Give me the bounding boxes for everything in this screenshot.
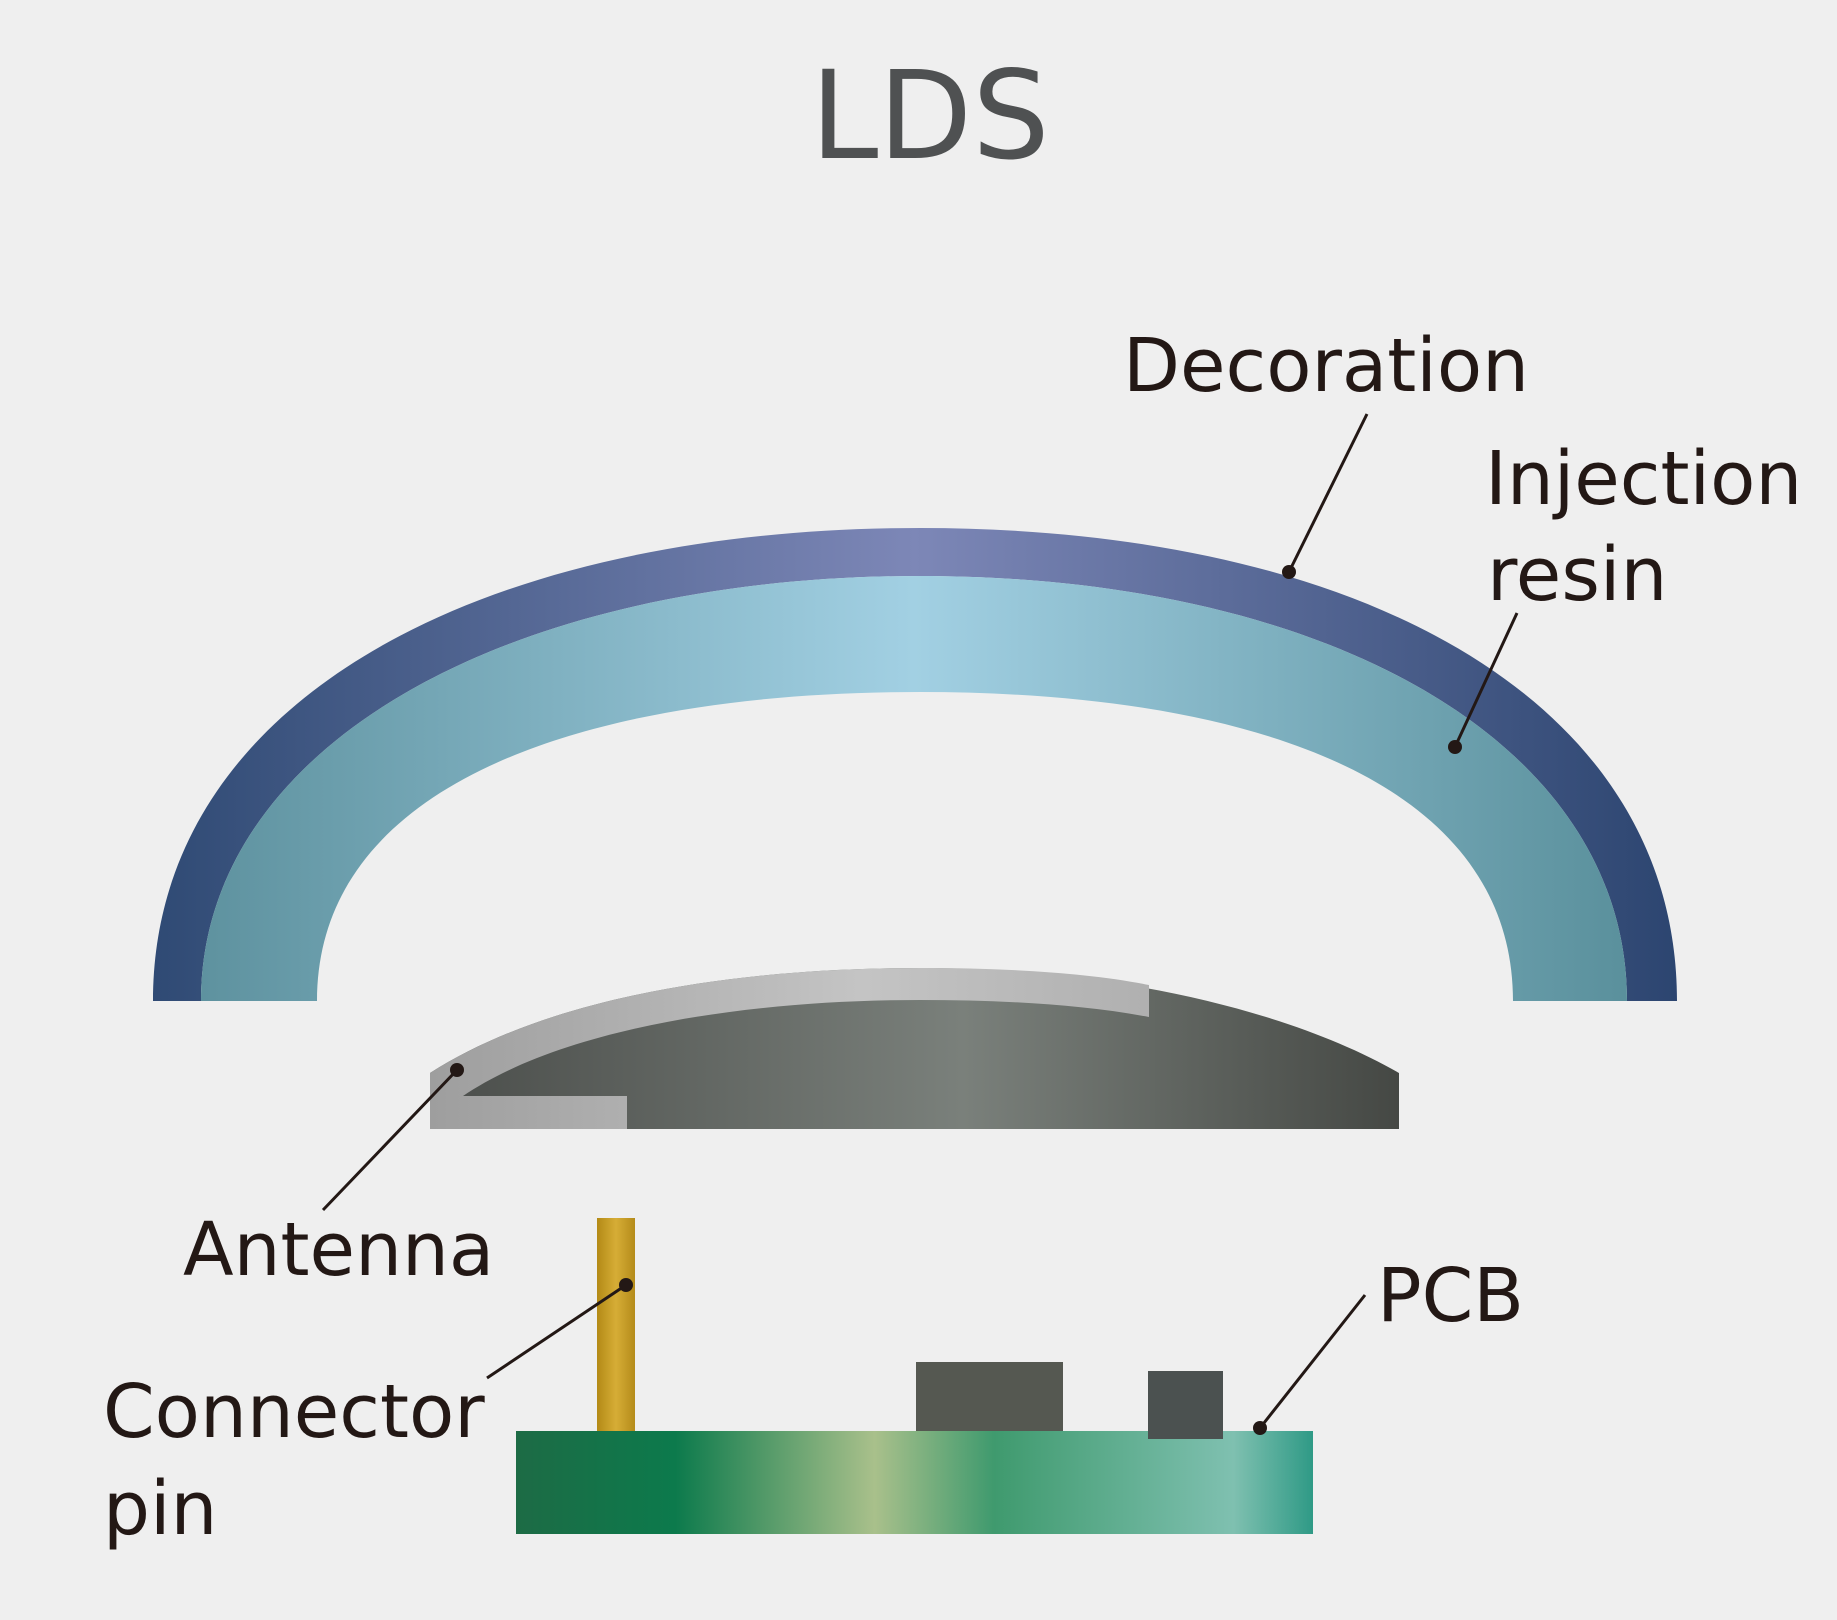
- injection-resin-label-line1: Injection: [1485, 436, 1802, 522]
- antenna-trace: [430, 968, 1149, 1129]
- antenna-leader-line: [321, 1068, 459, 1212]
- diagram-title: LDS: [810, 45, 1049, 187]
- decoration-leader-dot: [1282, 565, 1296, 579]
- injection-resin-leader-dot: [1448, 740, 1462, 754]
- injection-resin-layer: [201, 576, 1627, 1001]
- antenna-leader-dot: [450, 1063, 464, 1077]
- decoration-leader-line: [1287, 413, 1369, 573]
- pcb-component-small: [1148, 1371, 1223, 1439]
- connector-pin-leader-dot: [619, 1278, 633, 1292]
- decoration-label: Decoration: [1123, 323, 1529, 409]
- pcb-board: [516, 1431, 1313, 1534]
- connector-pin-label-line2: pin: [103, 1466, 217, 1552]
- antenna-label: Antenna: [183, 1207, 494, 1293]
- connector-pin: [597, 1218, 635, 1431]
- pcb-component-large: [916, 1362, 1063, 1431]
- pcb-leader-line: [1258, 1294, 1367, 1429]
- injection-resin-label-line2: resin: [1487, 532, 1667, 618]
- injection-resin-leader-line: [1453, 612, 1519, 748]
- connector-pin-label-line1: Connector: [103, 1369, 485, 1455]
- connector-pin-leader-line: [486, 1283, 627, 1380]
- pcb-leader-dot: [1253, 1421, 1267, 1435]
- pcb-label: PCB: [1377, 1253, 1524, 1339]
